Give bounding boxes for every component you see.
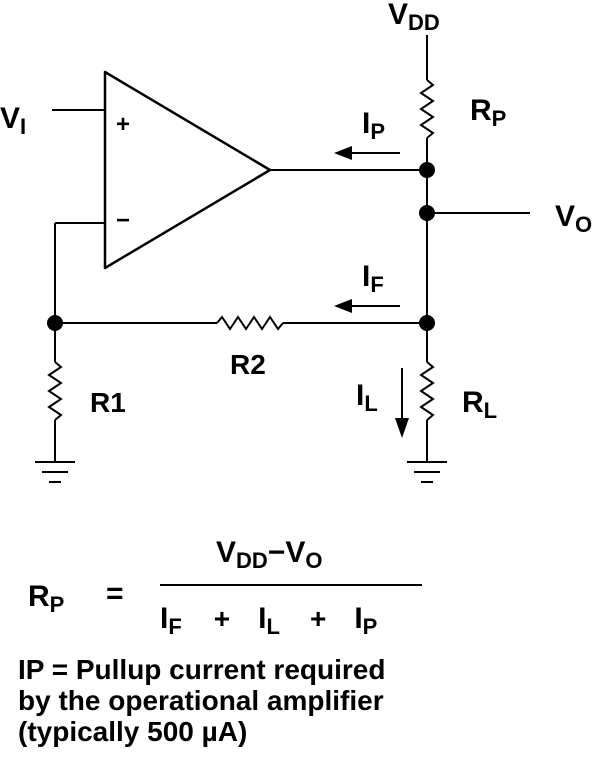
formula-denominator: IF+IL+IP	[160, 602, 377, 639]
note-line-2: by the operational amplifier	[18, 685, 384, 716]
formula-equals: =	[106, 577, 124, 610]
if-arrowhead	[334, 299, 352, 313]
vi-label: VI	[0, 102, 26, 139]
vdd-label: VDD	[388, 0, 440, 35]
rp-label: RP	[470, 94, 506, 131]
ground-right-icon	[407, 461, 447, 483]
note-line-1: IP = Pullup current required	[18, 654, 386, 685]
r2-resistor	[216, 315, 284, 331]
rp-formula: RP = VDD−VO IF+IL+IP	[28, 536, 422, 639]
op-amp-symbol	[103, 70, 272, 270]
node-output	[419, 162, 435, 178]
rl-label: RL	[462, 386, 497, 423]
rp-resistor	[419, 79, 435, 139]
pullup-note: IP = Pullup current required by the oper…	[18, 654, 588, 747]
r2-label: R2	[230, 349, 266, 380]
vo-label: VO	[555, 200, 592, 237]
r1-resistor	[47, 361, 63, 421]
formula-numerator: VDD−VO	[216, 536, 322, 573]
r1-label: R1	[90, 387, 126, 418]
inverting-input-sign: −	[116, 207, 130, 234]
note-line-3: (typically 500 µA)	[18, 716, 248, 747]
node-feedback-left	[47, 315, 63, 331]
ip-label: IP	[362, 107, 385, 144]
non-inverting-input-sign: +	[116, 111, 130, 138]
node-feedback-right	[419, 315, 435, 331]
ip-arrowhead	[334, 146, 352, 160]
if-label: IF	[362, 260, 384, 297]
ground-left-icon	[35, 461, 75, 483]
il-label: IL	[356, 379, 378, 416]
rl-resistor	[419, 361, 435, 421]
circuit-diagram: + − VI VDD RP IP VO R2 IF R1 RL	[0, 0, 592, 639]
il-arrowhead	[395, 418, 409, 438]
formula-lhs: RP	[28, 580, 64, 617]
